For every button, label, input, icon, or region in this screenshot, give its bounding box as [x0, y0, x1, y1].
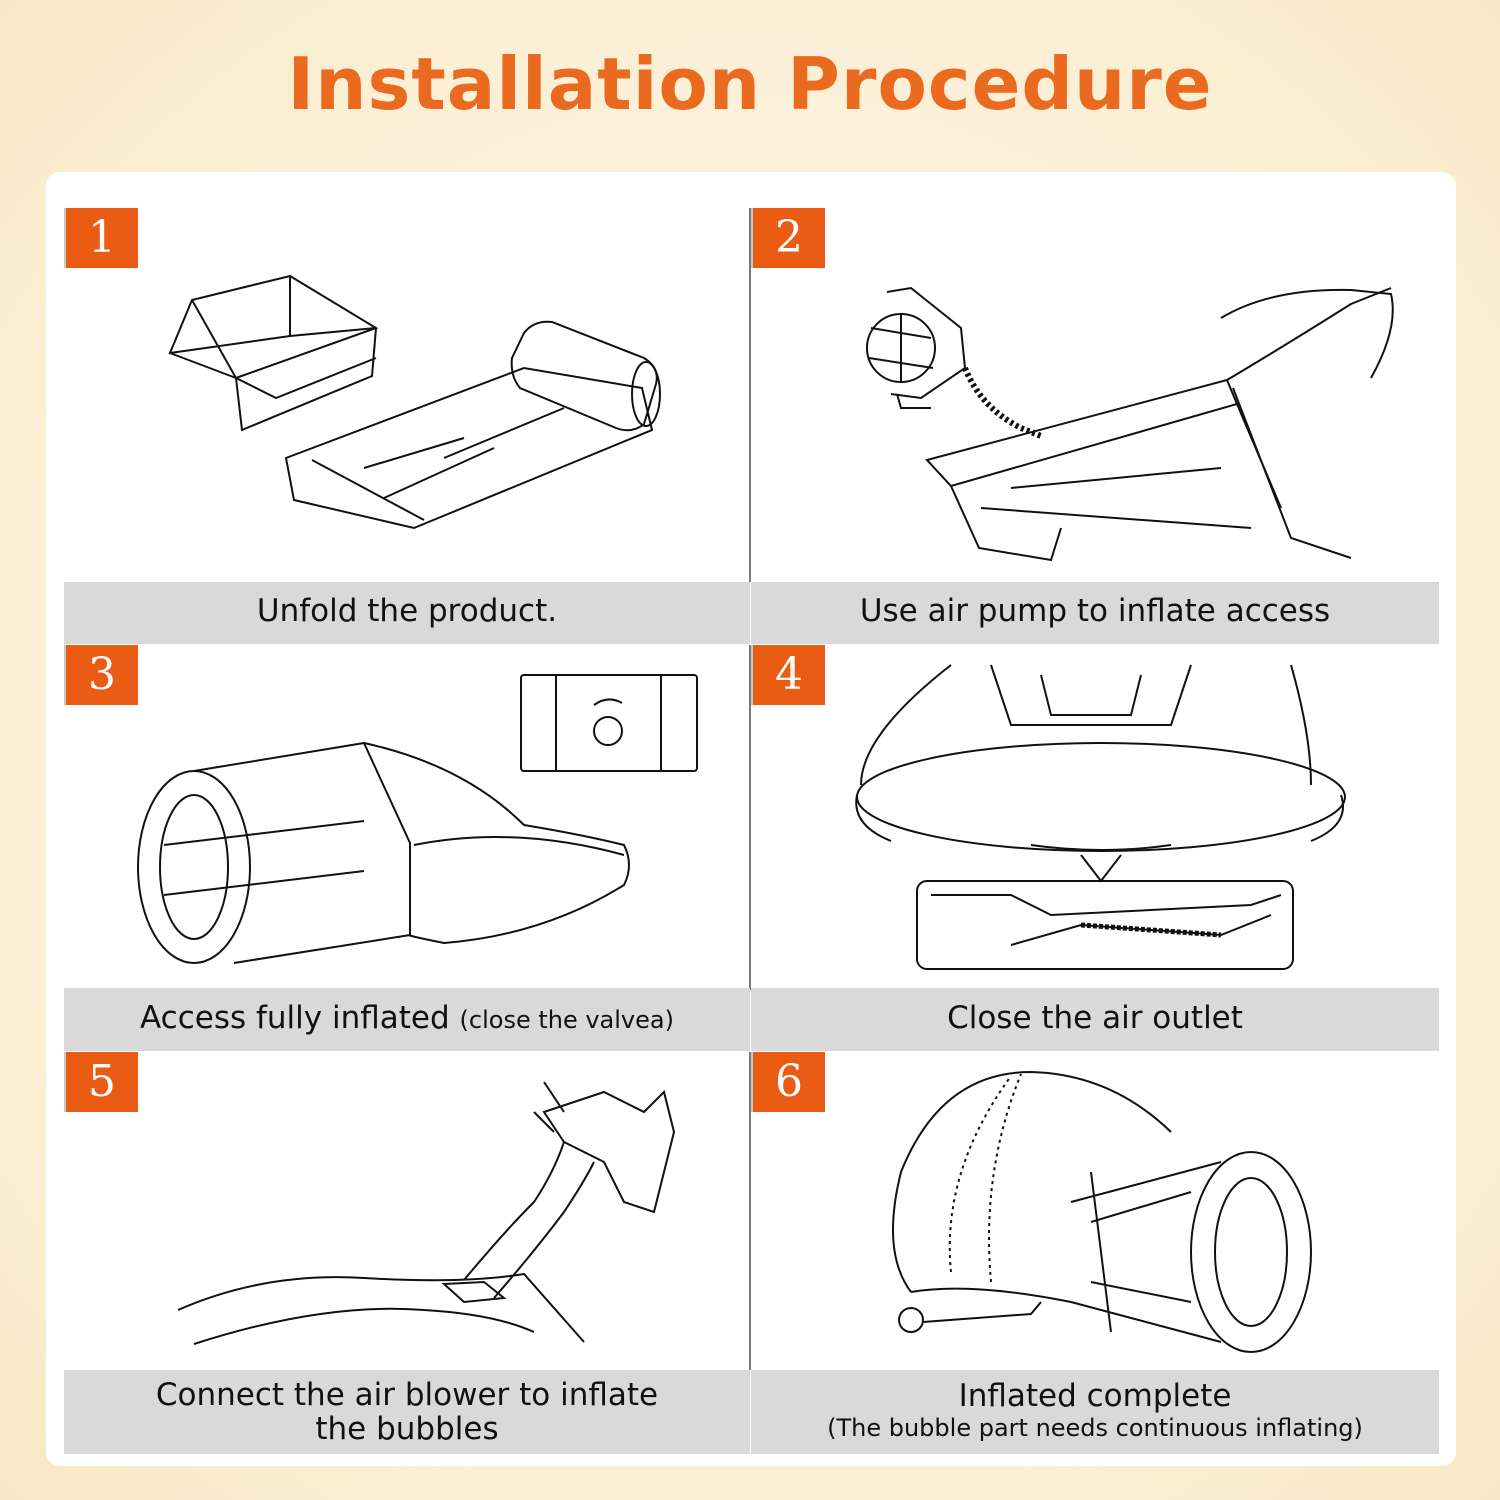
- step-number-badge: 4: [751, 645, 825, 705]
- divider: [749, 1052, 751, 1370]
- step-caption: Inflated complete (The bubble part needs…: [751, 1370, 1439, 1454]
- connect-blower-illustration: [64, 1052, 750, 1370]
- step-number-badge: 3: [64, 645, 138, 705]
- caption-main: Access fully inflated: [140, 1000, 450, 1036]
- inflated-complete-illustration: [751, 1052, 1439, 1370]
- caption-note: (close the valvea): [459, 1006, 674, 1034]
- caption-line: Inflated complete: [958, 1378, 1232, 1414]
- steps-panel: [46, 172, 1456, 1466]
- access-inflated-illustration: [64, 645, 750, 988]
- step-2: 2 Use air pump to inflate access: [751, 208, 1439, 644]
- air-pump-illustration: [751, 208, 1439, 580]
- divider: [749, 208, 751, 582]
- step-caption: Unfold the product.: [64, 582, 750, 644]
- step-5: 5 Connect the air blower to inflate the …: [64, 1052, 752, 1454]
- step-4: 4 Close the air outlet: [751, 645, 1439, 1051]
- close-air-outlet-illustration: [751, 645, 1439, 988]
- step-1: 1 Unfold the product.: [64, 208, 752, 644]
- step-caption: Access fully inflated (close the valvea): [64, 988, 750, 1051]
- step-number-badge: 2: [751, 208, 825, 268]
- step-caption: Close the air outlet: [751, 988, 1439, 1051]
- caption-line: Connect the air blower to inflate: [155, 1377, 659, 1413]
- caption-note: (The bubble part needs continuous inflat…: [827, 1414, 1363, 1442]
- unfold-product-illustration: [64, 208, 750, 580]
- page-title: Installation Procedure: [287, 42, 1213, 126]
- divider: [749, 645, 751, 990]
- step-caption: Connect the air blower to inflate the bu…: [64, 1370, 750, 1454]
- step-3: 3 Access fully inflated (close the valve…: [64, 645, 752, 1051]
- step-number-badge: 5: [64, 1052, 138, 1112]
- step-6: 6 Inflated complete (The bubble part nee…: [751, 1052, 1439, 1454]
- step-caption: Use air pump to inflate access: [751, 582, 1439, 644]
- caption-line: the bubbles: [315, 1411, 499, 1447]
- step-number-badge: 1: [64, 208, 138, 268]
- step-number-badge: 6: [751, 1052, 825, 1112]
